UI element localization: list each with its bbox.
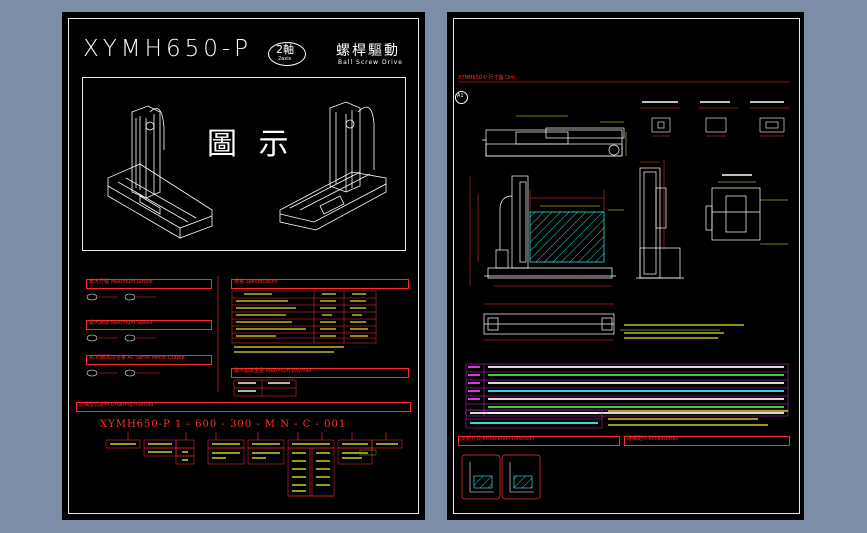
section-installation-label: 安裝方式 Installation Direction <box>461 436 535 442</box>
dimension-header: XYMH650-P 尺寸圖 Dim. <box>458 75 517 81</box>
section-details-top-dims <box>640 107 790 137</box>
section-max-speed-label: 最大速度 Maximum Speed <box>89 320 153 326</box>
section-accessories <box>624 436 790 446</box>
section-max-payload <box>231 368 409 378</box>
dimension-view-label: A1 <box>457 93 464 99</box>
installation-option-2-art <box>509 462 534 493</box>
axes-badge-sublabel: 2axis <box>278 56 292 62</box>
axes-badge-label: 2軸 <box>276 43 294 56</box>
xy-robot-right-iso <box>279 101 387 231</box>
installation-option-1-art <box>469 462 494 493</box>
front-view-drawing <box>484 175 616 279</box>
ball-screw-view <box>483 313 615 335</box>
ordering-option-fill <box>110 443 398 492</box>
section-detail-right-label <box>722 174 752 176</box>
section-specification-label: 規格 Specification <box>234 279 278 285</box>
section-ac-servo <box>86 355 212 365</box>
drive-type-cn: 螺桿驅動 <box>336 43 400 59</box>
side-view-drawing <box>636 167 684 279</box>
section-max-speed <box>86 320 212 330</box>
specification-table <box>231 290 377 344</box>
spec-ovals <box>86 293 160 377</box>
section-ordering <box>76 402 411 412</box>
footnote-text <box>608 410 788 426</box>
section-details-top <box>651 117 785 133</box>
ordering-leaders <box>127 432 387 440</box>
section-details-top-labels <box>642 101 784 103</box>
left-drawing-sheet <box>62 12 425 520</box>
front-view-dims-yellow <box>540 205 624 211</box>
installation-option-1 <box>461 454 501 500</box>
ordering-code: XYMH650-P 1 - 600 - 300 - M N - C - 001 <box>100 419 347 430</box>
secondary-table <box>465 409 603 429</box>
illustration-caption: 圖 示 <box>207 127 295 162</box>
ball-screw-note-text <box>624 324 744 339</box>
installation-option-2 <box>501 454 541 500</box>
section-ac-servo-label: AC伺服馬達容量 AC Servo Motor Output <box>89 355 186 361</box>
top-view-drawing <box>482 127 625 157</box>
left-sheet-border <box>68 18 419 514</box>
section-detail-right <box>705 187 761 241</box>
section-max-stroke <box>86 279 212 289</box>
top-view-dims <box>516 115 627 156</box>
section-ordering-label: 訂購型式說明 Ordering method <box>79 402 154 408</box>
secondary-table-values <box>470 412 598 424</box>
right-sheet-border <box>453 18 800 514</box>
side-view-dims <box>640 160 665 250</box>
front-view-dims <box>469 176 612 287</box>
payload-table <box>233 379 297 397</box>
drive-type-en: Ball Screw Drive <box>338 59 403 66</box>
right-drawing-sheet <box>447 12 804 520</box>
dimension-table-values <box>468 366 784 414</box>
section-detail-right-dims <box>718 181 788 245</box>
illustration-frame <box>82 77 406 251</box>
ordering-option-boxes <box>105 439 403 497</box>
section-accessories-label: 選購配件 Accessories <box>627 436 678 442</box>
dimension-view-badge <box>455 91 468 104</box>
work-envelope-hatch <box>529 211 605 263</box>
axes-badge <box>268 42 306 66</box>
specification-table-fill <box>234 293 368 353</box>
section-max-stroke-label: 最大行程 Maximum Stroke <box>89 279 153 285</box>
section-specification <box>231 279 409 289</box>
xy-robot-left-iso <box>107 105 213 239</box>
model-title: XYMH650-P <box>83 36 253 62</box>
payload-table-fill <box>238 382 290 392</box>
section-installation <box>458 436 620 446</box>
section-max-payload-label: 最大搬運重量 Maximum payload <box>234 368 312 374</box>
ball-screw-dims <box>484 303 614 341</box>
